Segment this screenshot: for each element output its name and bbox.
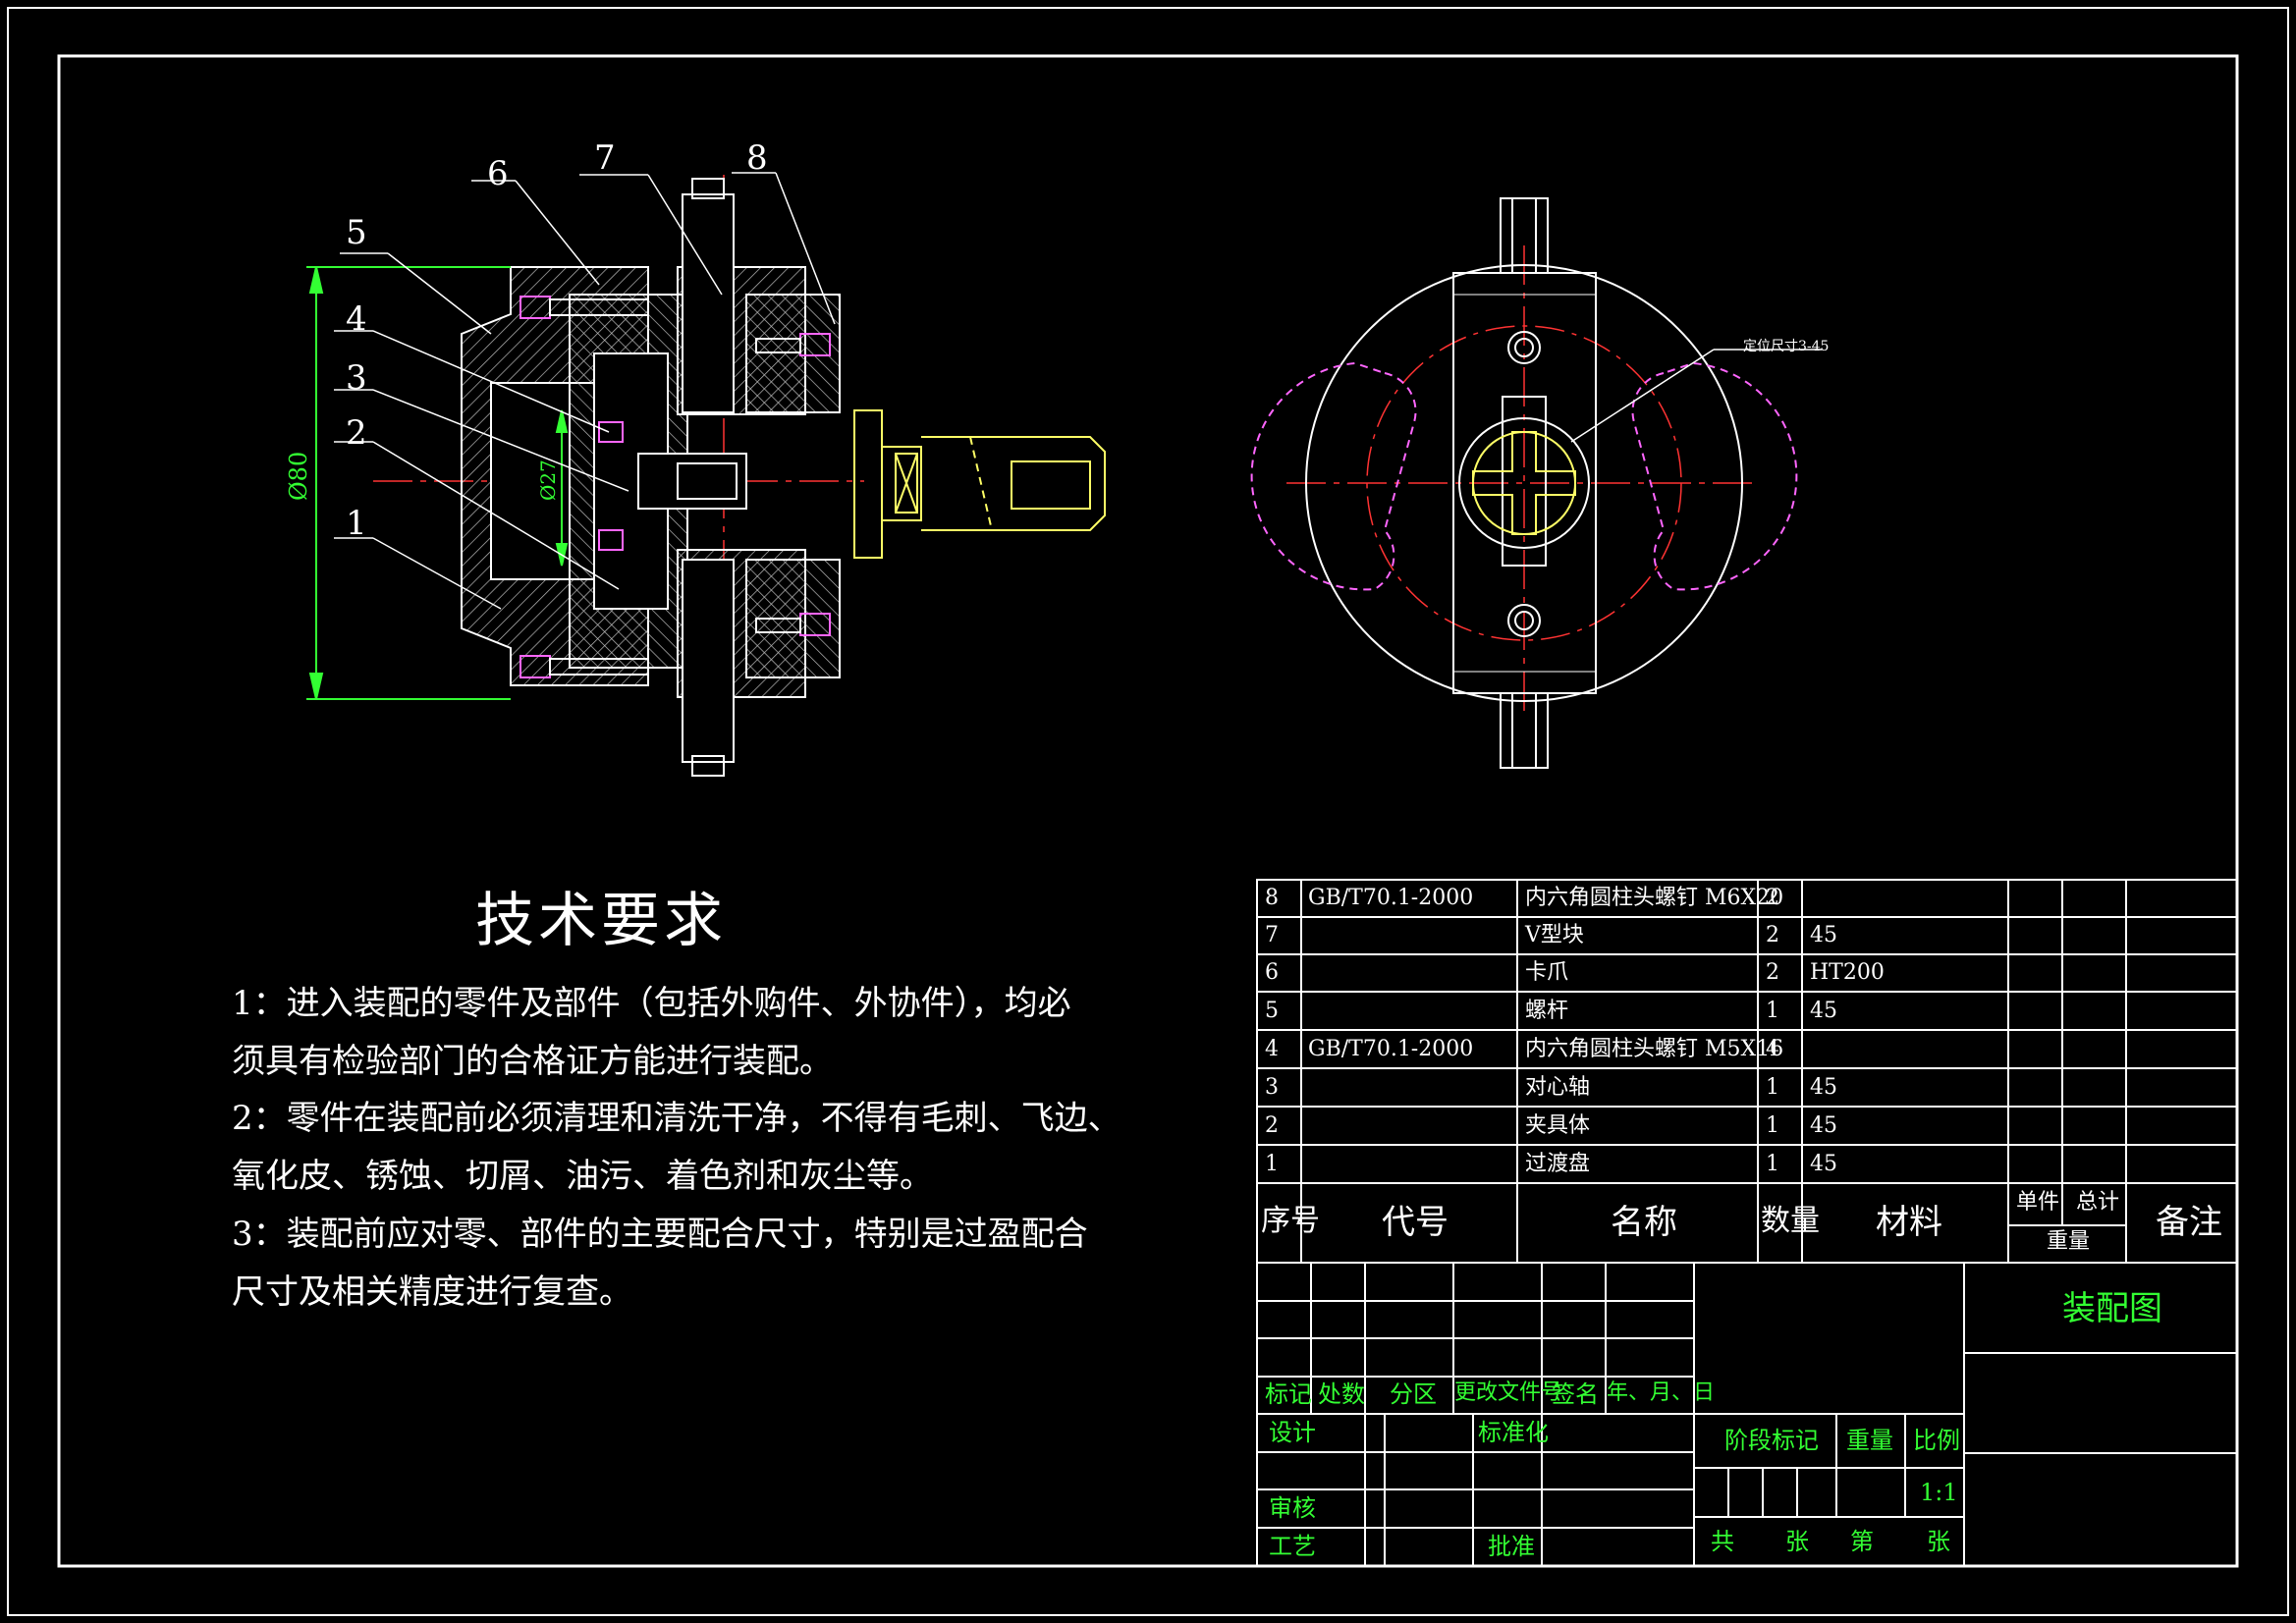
balloon-5: 5 xyxy=(346,213,367,252)
bom-cell-mat: 45 xyxy=(1810,1113,1837,1138)
bom-header-single: 单件 xyxy=(2016,1190,2060,1215)
tech-req-line: 须具有检验部门的合格证方能进行装配。 xyxy=(232,1042,833,1081)
bom-grid xyxy=(1256,879,2238,1264)
tb-scale-label: 比例 xyxy=(1913,1427,1960,1454)
bom-cell-mat: 45 xyxy=(1810,999,1837,1023)
dim-outer-dia: Ø80 xyxy=(285,451,312,501)
callout-locate: 定位尺寸3-45 xyxy=(1743,339,1830,354)
bom-cell-name: 螺杆 xyxy=(1525,999,1569,1023)
title-block-grid xyxy=(1256,1262,2238,1567)
bom-cell-qty: 2 xyxy=(1766,886,1779,910)
balloon-8: 8 xyxy=(746,138,768,178)
bom-cell-qty: 1 xyxy=(1766,999,1779,1023)
tb-design: 设计 xyxy=(1269,1419,1316,1446)
tb-scale: 1:1 xyxy=(1920,1479,1958,1506)
bom-cell-name: 夹具体 xyxy=(1525,1113,1591,1138)
bom-header-code: 代号 xyxy=(1382,1203,1449,1242)
dim-inner-dia: Ø27 xyxy=(536,460,560,501)
tb-standard: 标准化 xyxy=(1478,1419,1549,1446)
bom-cell-name: 卡爪 xyxy=(1525,960,1569,985)
bom-cell-name: 内六角圆柱头螺钉 M5X16 xyxy=(1525,1037,1784,1061)
bom-cell-qty: 1 xyxy=(1766,1075,1779,1100)
bom-cell-mat: 45 xyxy=(1810,923,1837,947)
tb-sheets: 张 xyxy=(1785,1528,1809,1555)
bom-cell-no: 2 xyxy=(1265,1113,1279,1138)
tech-req-line: 尺寸及相关精度进行复查。 xyxy=(232,1272,632,1312)
bom-cell-no: 4 xyxy=(1265,1037,1279,1061)
bom-cell-name: V型块 xyxy=(1525,923,1584,947)
tb-zone: 分区 xyxy=(1390,1380,1437,1408)
bom-header-remark: 备注 xyxy=(2156,1203,2222,1242)
bom-cell-qty: 4 xyxy=(1766,1037,1779,1061)
bom-cell-mat: 45 xyxy=(1810,1075,1837,1100)
bom-header-qty: 数量 xyxy=(1761,1204,1820,1238)
bom-cell-mat: HT200 xyxy=(1810,960,1885,985)
tb-change-doc: 更改文件号 xyxy=(1454,1380,1563,1405)
tb-mark: 标记 xyxy=(1265,1380,1312,1408)
tb-count: 处数 xyxy=(1318,1380,1365,1408)
balloon-2: 2 xyxy=(346,413,367,453)
tb-approve: 批准 xyxy=(1488,1533,1535,1560)
bom-cell-qty: 2 xyxy=(1766,960,1779,985)
bom-cell-name: 对心轴 xyxy=(1525,1075,1591,1100)
bom-header-no: 序号 xyxy=(1261,1204,1320,1238)
tb-date: 年、月、日 xyxy=(1607,1380,1716,1405)
bom-cell-name: 内六角圆柱头螺钉 M6X20 xyxy=(1525,886,1784,910)
bom-cell-code: GB/T70.1-2000 xyxy=(1308,1037,1474,1061)
balloon-1: 1 xyxy=(346,504,367,543)
tech-req-title: 技术要求 xyxy=(475,887,727,955)
tb-total: 共 xyxy=(1711,1528,1734,1555)
tb-sheet-no: 第 xyxy=(1850,1528,1874,1555)
front-view xyxy=(1250,197,1822,769)
bom-cell-no: 7 xyxy=(1265,923,1279,947)
bom-cell-code: GB/T70.1-2000 xyxy=(1308,886,1474,910)
tech-req-line: 3：装配前应对零、部件的主要配合尺寸，特别是过盈配合 xyxy=(232,1215,1088,1254)
bom-cell-no: 1 xyxy=(1265,1152,1279,1176)
tech-req-line: 氧化皮、锈蚀、切屑、油污、着色剂和灰尘等。 xyxy=(232,1157,933,1196)
balloon-6: 6 xyxy=(487,154,509,193)
bom-header-mat: 材料 xyxy=(1876,1203,1942,1242)
bom-header-weight: 重量 xyxy=(2047,1229,2091,1254)
bom-cell-no: 5 xyxy=(1265,999,1279,1023)
bom-cell-mat: 45 xyxy=(1810,1152,1837,1176)
tb-stage: 阶段标记 xyxy=(1724,1427,1819,1454)
inner-border xyxy=(57,54,2239,1568)
bom-cell-no: 8 xyxy=(1265,886,1279,910)
tb-process: 工艺 xyxy=(1269,1533,1316,1560)
bom-cell-no: 6 xyxy=(1265,960,1279,985)
tb-weight: 重量 xyxy=(1846,1427,1893,1454)
bom-cell-qty: 1 xyxy=(1766,1113,1779,1138)
bom-header-total: 总计 xyxy=(2076,1190,2120,1215)
tb-sheets2: 张 xyxy=(1927,1528,1950,1555)
tb-sign: 签名 xyxy=(1552,1380,1599,1408)
tech-req-line: 1：进入装配的零件及部件（包括外购件、外协件），均必 xyxy=(232,984,1071,1023)
outer-border xyxy=(7,7,2289,1616)
bom-cell-name: 过渡盘 xyxy=(1525,1152,1591,1176)
section-view xyxy=(306,172,1106,777)
bom-cell-no: 3 xyxy=(1265,1075,1279,1100)
balloon-7: 7 xyxy=(594,138,616,178)
bom-cell-qty: 2 xyxy=(1766,923,1779,947)
balloon-4: 4 xyxy=(346,299,367,339)
bom-cell-qty: 1 xyxy=(1766,1152,1779,1176)
balloon-3: 3 xyxy=(346,358,367,398)
tb-review: 审核 xyxy=(1269,1494,1316,1522)
drawing-name: 装配图 xyxy=(2062,1289,2162,1328)
bom-header-name: 名称 xyxy=(1611,1203,1677,1242)
tech-req-line: 2：零件在装配前必须清理和清洗干净，不得有毛刺、飞边、 xyxy=(232,1099,1121,1138)
